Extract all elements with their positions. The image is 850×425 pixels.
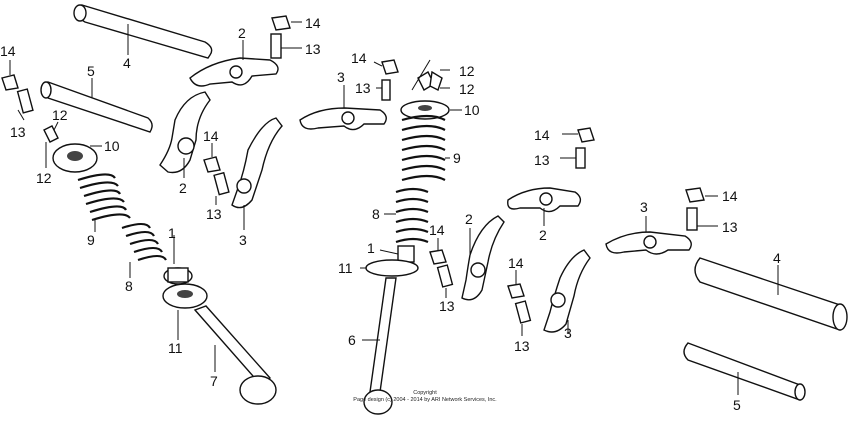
valve-cotters-center xyxy=(411,59,450,91)
label-13-center-right: 13 xyxy=(534,152,550,168)
adjust-screw-and-nut-center xyxy=(373,59,399,101)
adjust-screw-and-nut-center-right xyxy=(560,127,595,169)
label-13-center: 13 xyxy=(355,80,371,96)
label-1-center: 1 xyxy=(367,240,375,256)
outer-spring-left xyxy=(77,173,131,232)
outer-spring-center xyxy=(401,114,450,182)
rocker-arm-right-3 xyxy=(605,216,692,255)
label-1-left: 1 xyxy=(168,225,176,241)
spring-retainer-center xyxy=(400,100,462,120)
valve-seal-left xyxy=(163,235,193,285)
rocker-shaft-top-left xyxy=(73,4,213,59)
label-2-center: 2 xyxy=(465,211,473,227)
label-12-left-upper: 12 xyxy=(52,107,68,123)
label-2-center-right: 2 xyxy=(539,227,547,243)
rocker-shaft-right-4 xyxy=(694,257,848,331)
rocker-arm-top-2 xyxy=(189,40,279,87)
label-10-center: 10 xyxy=(464,102,480,118)
spring-retainer-left xyxy=(52,143,102,173)
label-13-left-middle: 13 xyxy=(206,206,222,222)
label-11-center: 11 xyxy=(338,260,353,276)
label-9-left: 9 xyxy=(87,232,95,248)
label-14-center: 14 xyxy=(351,50,367,66)
callout-labels: 1 1 2 2 2 2 3 3 3 3 4 4 5 5 6 7 8 8 9 9 … xyxy=(0,15,781,413)
adjust-screw-and-nut-top xyxy=(270,15,302,59)
rocker-shaft-left-5 xyxy=(40,78,153,133)
copyright-line-1: Copyright xyxy=(413,390,437,396)
valve-cotters-left xyxy=(43,121,59,168)
label-4-right: 4 xyxy=(773,250,781,266)
label-14-center-lower: 14 xyxy=(429,222,445,238)
rocker-arm-center-right-2 xyxy=(507,187,582,226)
label-12-center-lower: 12 xyxy=(459,81,475,97)
label-3-right: 3 xyxy=(640,199,648,215)
rocker-shaft-right-5 xyxy=(683,342,806,401)
label-13-right: 13 xyxy=(722,219,738,235)
label-14-center-right: 14 xyxy=(534,127,550,143)
label-4-left: 4 xyxy=(123,55,131,71)
label-3-center-right: 3 xyxy=(564,325,572,341)
adjust-screw-and-nut-center-lower xyxy=(429,238,454,298)
label-3-left: 3 xyxy=(239,232,247,248)
label-14-right: 14 xyxy=(722,188,738,204)
copyright-line-2: Page design (c) 2004 - 2014 by ARI Netwo… xyxy=(353,397,497,403)
adjust-screw-and-nut-left-middle xyxy=(203,143,230,205)
spring-seat-left xyxy=(162,283,208,340)
adjust-screw-and-nut-right xyxy=(685,187,718,231)
label-12-center-upper: 12 xyxy=(459,63,475,79)
spring-seat-center xyxy=(360,259,419,277)
label-14-top: 14 xyxy=(305,15,321,31)
rocker-arm-left-2 xyxy=(159,91,211,178)
label-11-left: 11 xyxy=(168,340,183,356)
valve-center xyxy=(362,277,397,415)
inner-spring-left xyxy=(121,222,167,278)
label-14-left-middle: 14 xyxy=(203,128,219,144)
label-5-left: 5 xyxy=(87,63,95,79)
rocker-arm-center-right-3 xyxy=(543,249,591,334)
inner-spring-center xyxy=(384,187,429,244)
label-13-top: 13 xyxy=(305,41,321,57)
label-13-center-lower: 13 xyxy=(439,298,455,314)
adjust-screw-and-nut-left xyxy=(1,60,34,121)
adjust-screw-and-nut-center-right-lower xyxy=(507,270,532,336)
rocker-arm-center-3 xyxy=(299,85,387,131)
valve-left xyxy=(193,305,277,405)
label-9-center: 9 xyxy=(453,150,461,166)
label-12-left-lower: 12 xyxy=(36,170,52,186)
label-13-center-right-lower: 13 xyxy=(514,338,530,354)
label-2-top: 2 xyxy=(238,25,246,41)
label-8-left: 8 xyxy=(125,278,133,294)
label-3-center: 3 xyxy=(337,69,345,85)
label-8-center: 8 xyxy=(372,206,380,222)
label-10-left: 10 xyxy=(104,138,120,154)
label-5-right: 5 xyxy=(733,397,741,413)
rocker-arm-center-2 xyxy=(461,215,505,301)
label-7: 7 xyxy=(210,373,218,389)
label-14-center-right-lower: 14 xyxy=(508,255,524,271)
label-6: 6 xyxy=(348,332,356,348)
rocker-arm-left-3 xyxy=(231,117,283,230)
label-14-left: 14 xyxy=(0,43,16,59)
label-13-left: 13 xyxy=(10,124,26,140)
label-2-left: 2 xyxy=(179,180,187,196)
